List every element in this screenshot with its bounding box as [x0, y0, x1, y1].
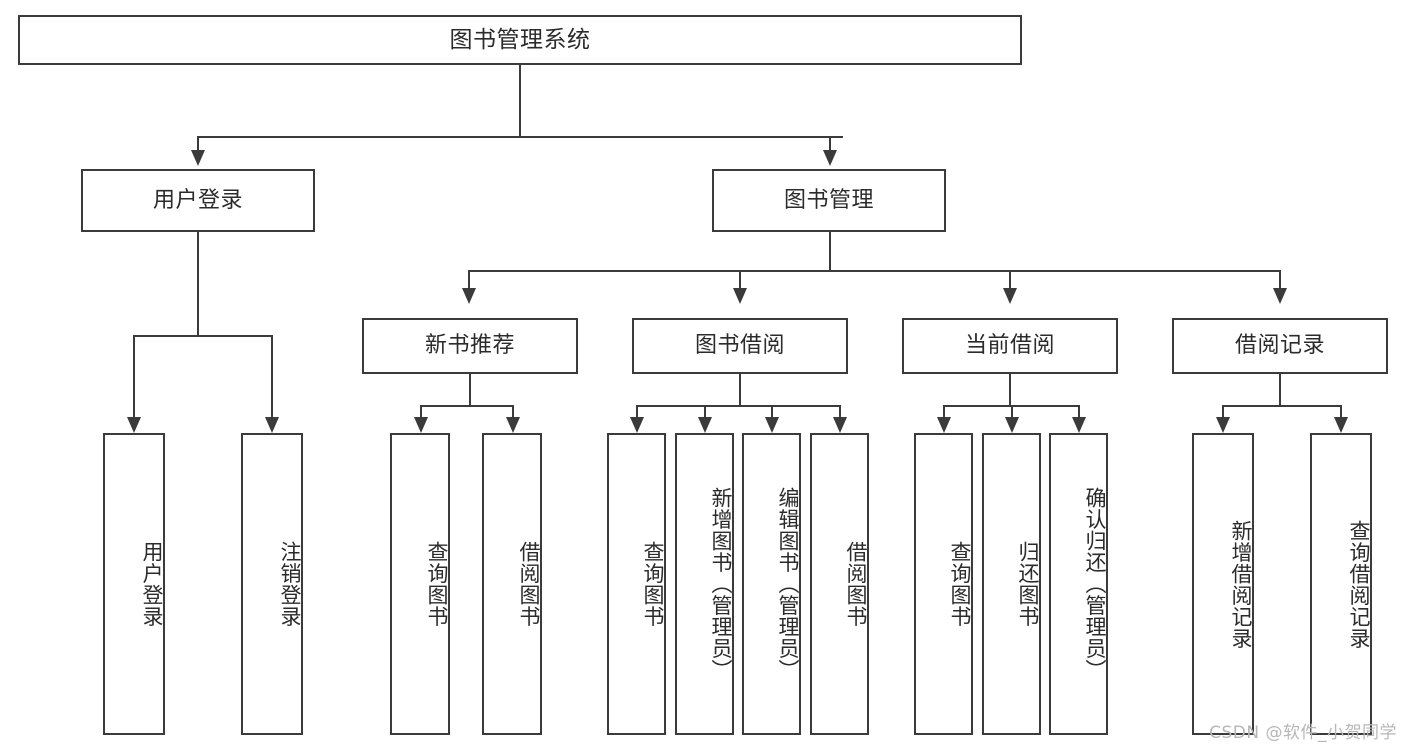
node-label: 查询借阅记录 — [1347, 519, 1371, 649]
leaf-current-borrow-2[interactable]: 归还图书 — [982, 433, 1041, 735]
arrow-to-book-management — [823, 150, 837, 166]
connector-book-borrow-leaf-4 — [839, 405, 841, 419]
connector-borrow-record-leaf-1 — [1222, 405, 1224, 419]
arrow-to-user-login — [191, 150, 205, 166]
node-label: 新增图书（管理员） — [709, 487, 733, 681]
arrow-new-book-leaf-2 — [506, 417, 520, 433]
arrow-borrow-record-leaf-1 — [1216, 417, 1230, 433]
connector-new-book-leaf-2 — [512, 405, 514, 419]
arrow-current-borrow-leaf-3 — [1072, 417, 1086, 433]
node-label: 查询图书 — [948, 541, 972, 627]
connector-book-management-stem — [829, 232, 831, 271]
connector-to-book-management — [829, 136, 831, 152]
connector-to-user-login — [197, 136, 199, 152]
arrow-current-borrow-leaf-2 — [1005, 417, 1019, 433]
node-label: 新书推荐 — [424, 333, 515, 358]
arrow-current-borrow-leaf-1 — [937, 417, 951, 433]
connector-user-login-leaf-2 — [271, 335, 273, 419]
connector-to-new-book — [468, 270, 470, 290]
leaf-borrow-record-1[interactable]: 新增借阅记录 — [1192, 433, 1254, 735]
node-label: 用户登录 — [152, 187, 243, 213]
connector-current-borrow-leaf-1 — [943, 405, 945, 419]
connector-root-bus — [197, 136, 843, 138]
node-label: 当前借阅 — [964, 333, 1055, 358]
node-label: 用户登录 — [140, 541, 164, 627]
arrow-book-borrow-leaf-4 — [833, 417, 847, 433]
connector-user-login-bus — [133, 335, 273, 337]
connector-to-borrow-record — [1279, 270, 1281, 290]
connector-new-book-leaf-1 — [420, 405, 422, 419]
connector-current-borrow-leaf-2 — [1011, 405, 1013, 419]
node-book-management[interactable]: 图书管理 — [712, 169, 946, 232]
csdn-watermark: CSDN @软件_小贺同学 — [1209, 723, 1397, 743]
connector-book-borrow-stem — [739, 374, 741, 406]
arrow-book-borrow-leaf-2 — [698, 417, 712, 433]
node-book-borrow[interactable]: 图书借阅 — [632, 318, 848, 374]
arrow-book-borrow-leaf-1 — [630, 417, 644, 433]
node-current-borrow[interactable]: 当前借阅 — [902, 318, 1118, 374]
connector-current-borrow-stem — [1009, 374, 1011, 406]
connector-to-book-borrow — [739, 270, 741, 290]
connector-new-book-stem — [469, 374, 471, 406]
leaf-user-login-1[interactable]: 用户登录 — [103, 433, 165, 735]
leaf-current-borrow-1[interactable]: 查询图书 — [914, 433, 973, 735]
connector-root-stem — [519, 65, 521, 137]
arrow-to-new-book — [462, 288, 476, 304]
connector-book-borrow-leaf-1 — [636, 405, 638, 419]
connector-book-management-bus — [468, 270, 1280, 272]
leaf-new-book-1[interactable]: 查询图书 — [390, 433, 450, 735]
node-label: 注销登录 — [278, 541, 302, 627]
connector-book-borrow-leaf-2 — [704, 405, 706, 419]
node-label: 借阅记录 — [1234, 333, 1325, 358]
arrow-user-login-leaf-2 — [265, 417, 279, 433]
leaf-borrow-record-2[interactable]: 查询借阅记录 — [1310, 433, 1372, 735]
arrow-user-login-leaf-1 — [127, 417, 141, 433]
connector-borrow-record-leaf-2 — [1340, 405, 1342, 419]
connector-user-login-stem — [197, 232, 199, 336]
connector-new-book-bus — [420, 405, 514, 407]
leaf-user-login-2[interactable]: 注销登录 — [241, 433, 303, 735]
connector-current-borrow-leaf-3 — [1078, 405, 1080, 419]
leaf-book-borrow-3[interactable]: 编辑图书（管理员） — [742, 433, 801, 735]
node-label: 确认归还（管理员） — [1083, 487, 1107, 681]
leaf-book-borrow-2[interactable]: 新增图书（管理员） — [675, 433, 734, 735]
leaf-current-borrow-3[interactable]: 确认归还（管理员） — [1049, 433, 1108, 735]
node-label: 借阅图书 — [517, 541, 541, 627]
connector-borrow-record-bus — [1222, 405, 1342, 407]
node-label: 图书管理 — [783, 187, 874, 213]
node-label: 编辑图书（管理员） — [776, 487, 800, 681]
leaf-book-borrow-4[interactable]: 借阅图书 — [810, 433, 869, 735]
connector-borrow-record-stem — [1279, 374, 1281, 406]
leaf-new-book-2[interactable]: 借阅图书 — [482, 433, 542, 735]
arrow-book-borrow-leaf-3 — [765, 417, 779, 433]
node-label: 归还图书 — [1016, 541, 1040, 627]
node-label: 图书管理系统 — [449, 26, 591, 53]
node-label: 新增借阅记录 — [1229, 519, 1253, 649]
node-label: 查询图书 — [425, 541, 449, 627]
node-root-book-management-system[interactable]: 图书管理系统 — [18, 15, 1022, 65]
node-label: 图书借阅 — [694, 333, 785, 358]
arrow-borrow-record-leaf-2 — [1334, 417, 1348, 433]
connector-book-borrow-leaf-3 — [771, 405, 773, 419]
node-label: 借阅图书 — [844, 541, 868, 627]
connector-to-current-borrow — [1009, 270, 1011, 290]
node-user-login[interactable]: 用户登录 — [81, 169, 315, 232]
node-label: 查询图书 — [641, 541, 665, 627]
arrow-to-borrow-record — [1273, 288, 1287, 304]
leaf-book-borrow-1[interactable]: 查询图书 — [607, 433, 666, 735]
connector-book-borrow-bus — [636, 405, 841, 407]
connector-user-login-leaf-1 — [133, 335, 135, 419]
node-new-book-recommend[interactable]: 新书推荐 — [362, 318, 578, 374]
arrow-to-book-borrow — [733, 288, 747, 304]
arrow-new-book-leaf-1 — [414, 417, 428, 433]
node-borrow-record[interactable]: 借阅记录 — [1172, 318, 1388, 374]
arrow-to-current-borrow — [1003, 288, 1017, 304]
